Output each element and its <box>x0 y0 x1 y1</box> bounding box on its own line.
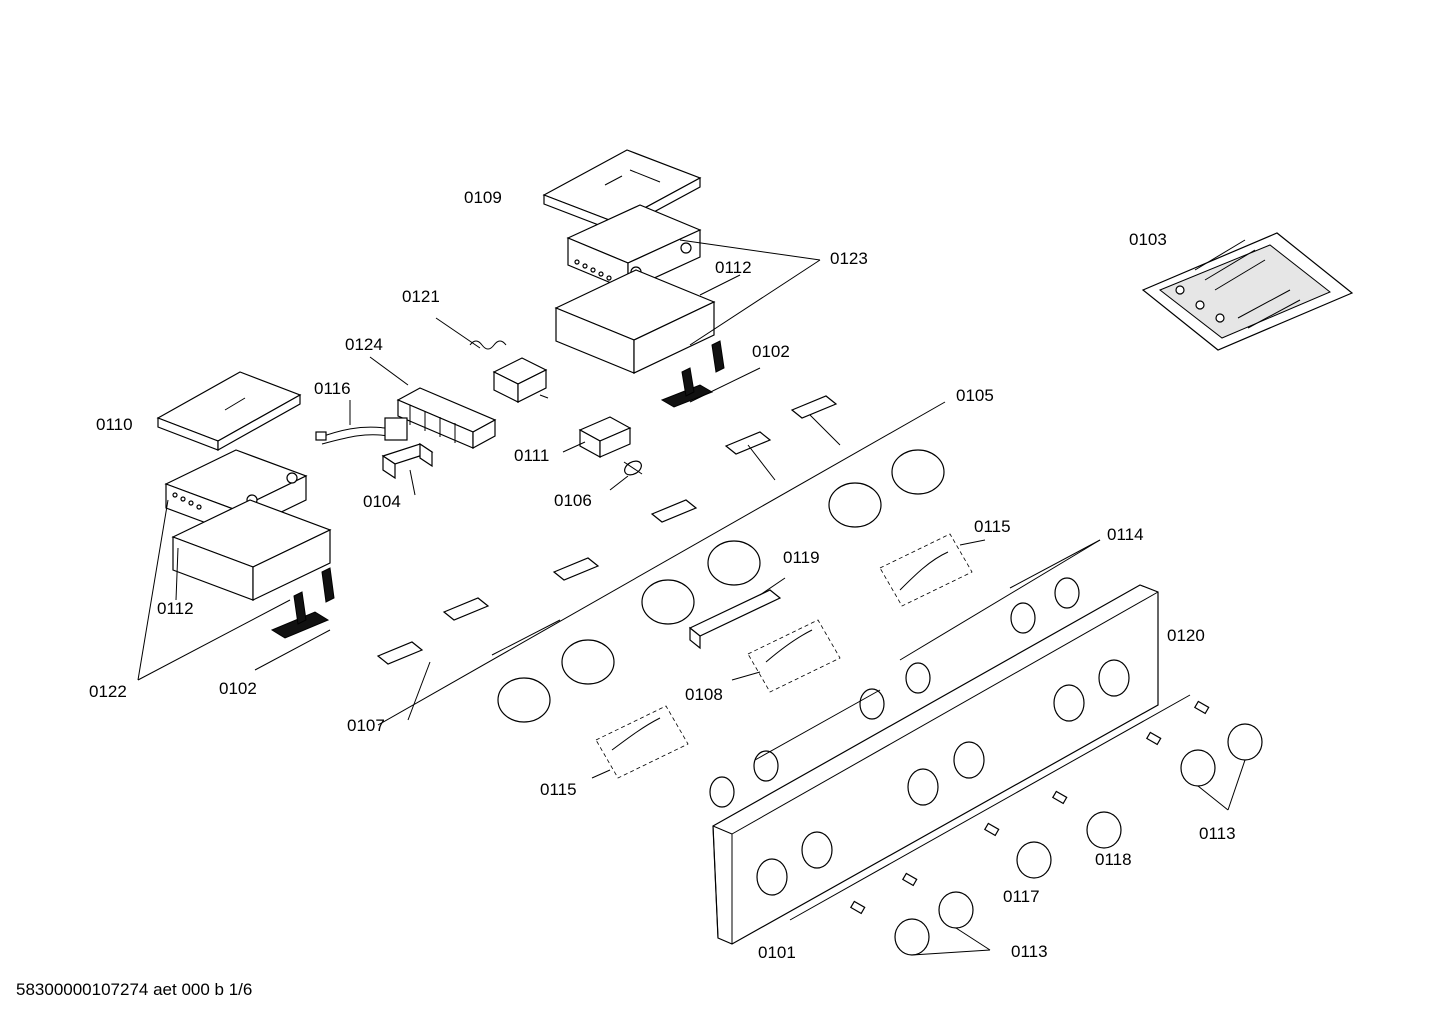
left-switch-cover-plate <box>156 371 302 452</box>
contact-pair-left <box>270 567 335 639</box>
callout-0117: 0117 <box>1003 887 1040 906</box>
wiring-kit-upper <box>879 533 973 607</box>
screw-bag <box>1141 232 1354 351</box>
callout-0118: 0118 <box>1095 850 1132 869</box>
callout-0102-left: 0102 <box>219 679 257 698</box>
callout-0124: 0124 <box>345 335 383 354</box>
document-footer-id: 58300000107274 aet 000 b 1/6 <box>16 980 253 999</box>
callout-0107: 0107 <box>347 716 385 735</box>
callout-0123: 0123 <box>830 249 868 268</box>
left-switch-tray <box>171 499 332 601</box>
callout-0105: 0105 <box>956 386 994 405</box>
callout-0119: 0119 <box>783 548 820 567</box>
knob-springs <box>849 700 1210 915</box>
callout-0112-left: 0112 <box>157 599 194 618</box>
clip-rail-upper <box>377 401 946 726</box>
callout-0110: 0110 <box>96 415 133 434</box>
callout-0104: 0104 <box>363 492 401 511</box>
callout-0103: 0103 <box>1129 230 1167 249</box>
callout-0102-top: 0102 <box>752 342 790 361</box>
callout-0116: 0116 <box>314 379 351 398</box>
callout-0115-lower: 0115 <box>540 780 577 799</box>
callout-0120: 0120 <box>1167 626 1205 645</box>
callout-0114: 0114 <box>1107 525 1144 544</box>
top-switch-cover-plate <box>542 149 702 234</box>
callout-0106: 0106 <box>554 491 592 510</box>
knob-bushes <box>497 449 945 723</box>
callout-0113-right: 0113 <box>1199 824 1236 843</box>
callout-0108: 0108 <box>685 685 723 704</box>
callout-0111: 0111 <box>514 446 549 465</box>
lamp-holder <box>578 416 632 459</box>
callout-0115-upper: 0115 <box>974 517 1011 536</box>
switch-bar <box>688 589 782 650</box>
callout-0121: 0121 <box>402 287 440 306</box>
callout-0109: 0109 <box>464 188 502 207</box>
callout-0113-bottom: 0113 <box>1011 942 1048 961</box>
lamp <box>623 460 643 476</box>
leader-lines <box>137 239 1246 956</box>
wiring-kit-middle <box>747 619 841 693</box>
callout-0112-top: 0112 <box>715 258 752 277</box>
thermostat <box>435 317 549 403</box>
control-panel-front <box>712 584 1159 945</box>
top-switch-tray <box>554 269 716 374</box>
callout-0122: 0122 <box>89 682 127 701</box>
cable-harness <box>315 417 408 445</box>
wiring-kit-lower <box>595 705 689 779</box>
bracket <box>381 442 434 480</box>
clips-upper <box>376 395 838 665</box>
rings <box>709 577 1080 808</box>
terminal-block <box>396 387 497 450</box>
contact-pair-top <box>660 340 725 408</box>
callout-0101: 0101 <box>758 943 796 962</box>
